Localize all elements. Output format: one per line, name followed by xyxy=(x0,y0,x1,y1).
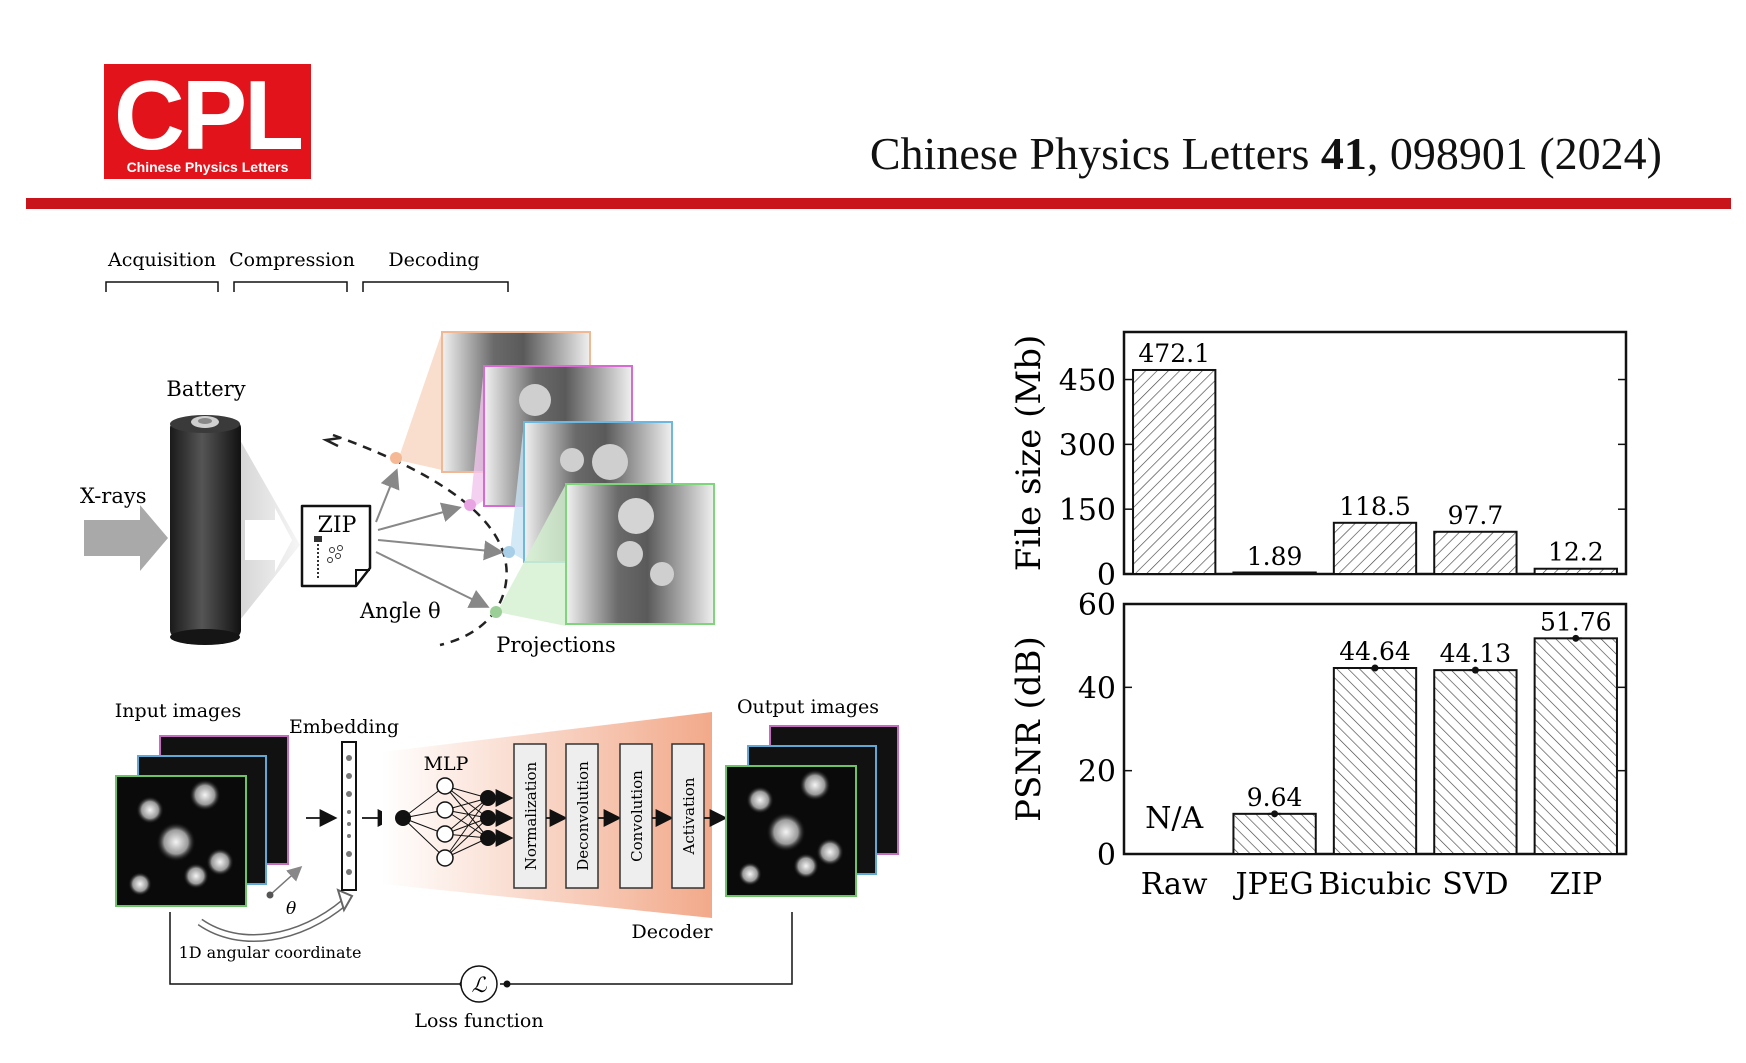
charts: 0 150 300 450 File size (Mb) 472.1 1.89 118.5 97… xyxy=(1009,330,1628,902)
mlp-label: MLP xyxy=(424,753,469,775)
loss-symbol: ℒ xyxy=(471,973,487,997)
loss-loop: ℒ Loss function xyxy=(169,912,793,1032)
embedding-vector: Embedding xyxy=(289,716,399,891)
output-images: Output images xyxy=(725,696,899,897)
zip-label: ZIP xyxy=(318,513,357,538)
layer-deconvolution-label: Deconvolution xyxy=(574,761,592,871)
angle-rays: Angle θ xyxy=(321,433,515,647)
file-size-ytick-label: 150 xyxy=(1059,493,1116,528)
file-size-ytick-label: 300 xyxy=(1059,428,1116,463)
logo-subtitle: Chinese Physics Letters xyxy=(126,159,289,175)
layer-convolution-label: Convolution xyxy=(628,770,646,862)
logo-text: CPL xyxy=(114,60,304,170)
psnr-bar-zip xyxy=(1533,637,1618,855)
file-size-value-label-bicubic: 118.5 xyxy=(1339,492,1411,521)
psnr-point-zip xyxy=(1572,634,1580,642)
bracket-acquisition xyxy=(105,281,219,292)
psnr-bar-jpeg xyxy=(1232,812,1317,855)
bracket-decoding xyxy=(362,281,509,292)
category-label-jpeg: JPEG xyxy=(1233,867,1314,902)
stage-decoding: Decoding xyxy=(388,249,479,271)
psnr-point-jpeg xyxy=(1271,810,1279,818)
psnr-value-label-jpeg: 9.64 xyxy=(1247,783,1303,812)
psnr-ytick-label: 20 xyxy=(1078,755,1116,790)
psnr-bar-bicubic xyxy=(1332,667,1418,855)
category-label-bicubic: Bicubic xyxy=(1318,867,1431,902)
layer-activation xyxy=(671,743,705,889)
file-size-bar-svd xyxy=(1433,530,1518,576)
psnr-ytick-label: 0 xyxy=(1097,838,1116,873)
zip-file-icon: ZIP xyxy=(300,504,372,588)
layer-activation-label: Activation xyxy=(680,777,698,855)
input-images: Input images xyxy=(115,700,289,907)
journal-volume: 41 xyxy=(1320,128,1367,179)
file-size-ylabel: File size (Mb) xyxy=(1009,335,1049,572)
projection-stack: Projections xyxy=(398,331,715,657)
psnr-point-svd xyxy=(1471,666,1479,674)
journal-name: Chinese Physics Letters xyxy=(869,128,1310,179)
layer-normalization xyxy=(513,743,547,889)
header-rule xyxy=(26,198,1731,209)
decoder-label: Decoder xyxy=(631,921,713,943)
loss-label: Loss function xyxy=(414,1010,543,1032)
file-size-value-label-svd: 97.7 xyxy=(1448,501,1504,530)
file-size-value-label-raw: 472.1 xyxy=(1138,339,1210,368)
bracket-compression xyxy=(233,281,348,292)
stage-labels: Acquisition Compression Decoding xyxy=(105,249,509,292)
stage-acquisition: Acquisition xyxy=(107,249,216,271)
coordinate-arrow: θ 1D angular coordinate xyxy=(179,865,362,962)
psnr-point-bicubic xyxy=(1371,664,1379,672)
xrays-label: X-rays xyxy=(80,484,147,508)
file-size-bar-bicubic xyxy=(1332,521,1418,576)
psnr-bar-svd xyxy=(1433,669,1518,855)
file-size-ytick-label: 450 xyxy=(1059,364,1116,399)
file-size-value-label-jpeg: 1.89 xyxy=(1247,542,1303,571)
journal-citation: Chinese Physics Letters 41, 098901 (2024… xyxy=(790,126,1662,182)
psnr-value-label-bicubic: 44.64 xyxy=(1339,637,1411,666)
battery-icon: Battery xyxy=(166,377,246,645)
file-size-value-label-zip: 12.2 xyxy=(1548,538,1604,567)
battery-label: Battery xyxy=(166,377,245,401)
category-label-raw: Raw xyxy=(1141,867,1208,902)
beam-fan xyxy=(240,440,300,620)
theta-label: θ xyxy=(286,899,296,919)
psnr-ytick-label: 60 xyxy=(1078,588,1116,623)
output-images-label: Output images xyxy=(737,696,879,718)
layer-deconvolution xyxy=(565,743,599,889)
stage-compression: Compression xyxy=(229,249,355,271)
coordinate-label: 1D angular coordinate xyxy=(179,943,362,962)
psnr-value-label-zip: 51.76 xyxy=(1540,607,1612,636)
xray-arrow: X-rays xyxy=(80,484,168,571)
cpl-logo: CPL Chinese Physics Letters xyxy=(104,60,311,179)
layer-convolution xyxy=(619,743,653,889)
decoder-block: MLP Normalization Dec xyxy=(382,712,728,943)
input-images-label: Input images xyxy=(115,700,241,722)
layer-normalization-label: Normalization xyxy=(522,761,540,870)
projections-label: Projections xyxy=(496,633,616,657)
file-size-bar-jpeg xyxy=(1232,571,1317,575)
psnr-ylabel: PSNR (dB) xyxy=(1009,636,1049,822)
file-size-ytick-label: 0 xyxy=(1097,558,1116,593)
category-label-svd: SVD xyxy=(1442,867,1508,902)
psnr-value-label-svd: 44.13 xyxy=(1440,639,1512,668)
loss-icon xyxy=(460,965,498,1003)
file-size-bar-raw xyxy=(1132,368,1217,575)
file-size-bar-zip xyxy=(1533,567,1618,575)
embedding-label: Embedding xyxy=(289,716,399,738)
psnr-value-label-raw: N/A xyxy=(1145,801,1203,836)
psnr-ytick-label: 40 xyxy=(1078,671,1116,706)
citation-rest: , 098901 (2024) xyxy=(1366,128,1662,179)
category-label-zip: ZIP xyxy=(1549,867,1602,902)
angle-label: Angle θ xyxy=(359,599,441,623)
